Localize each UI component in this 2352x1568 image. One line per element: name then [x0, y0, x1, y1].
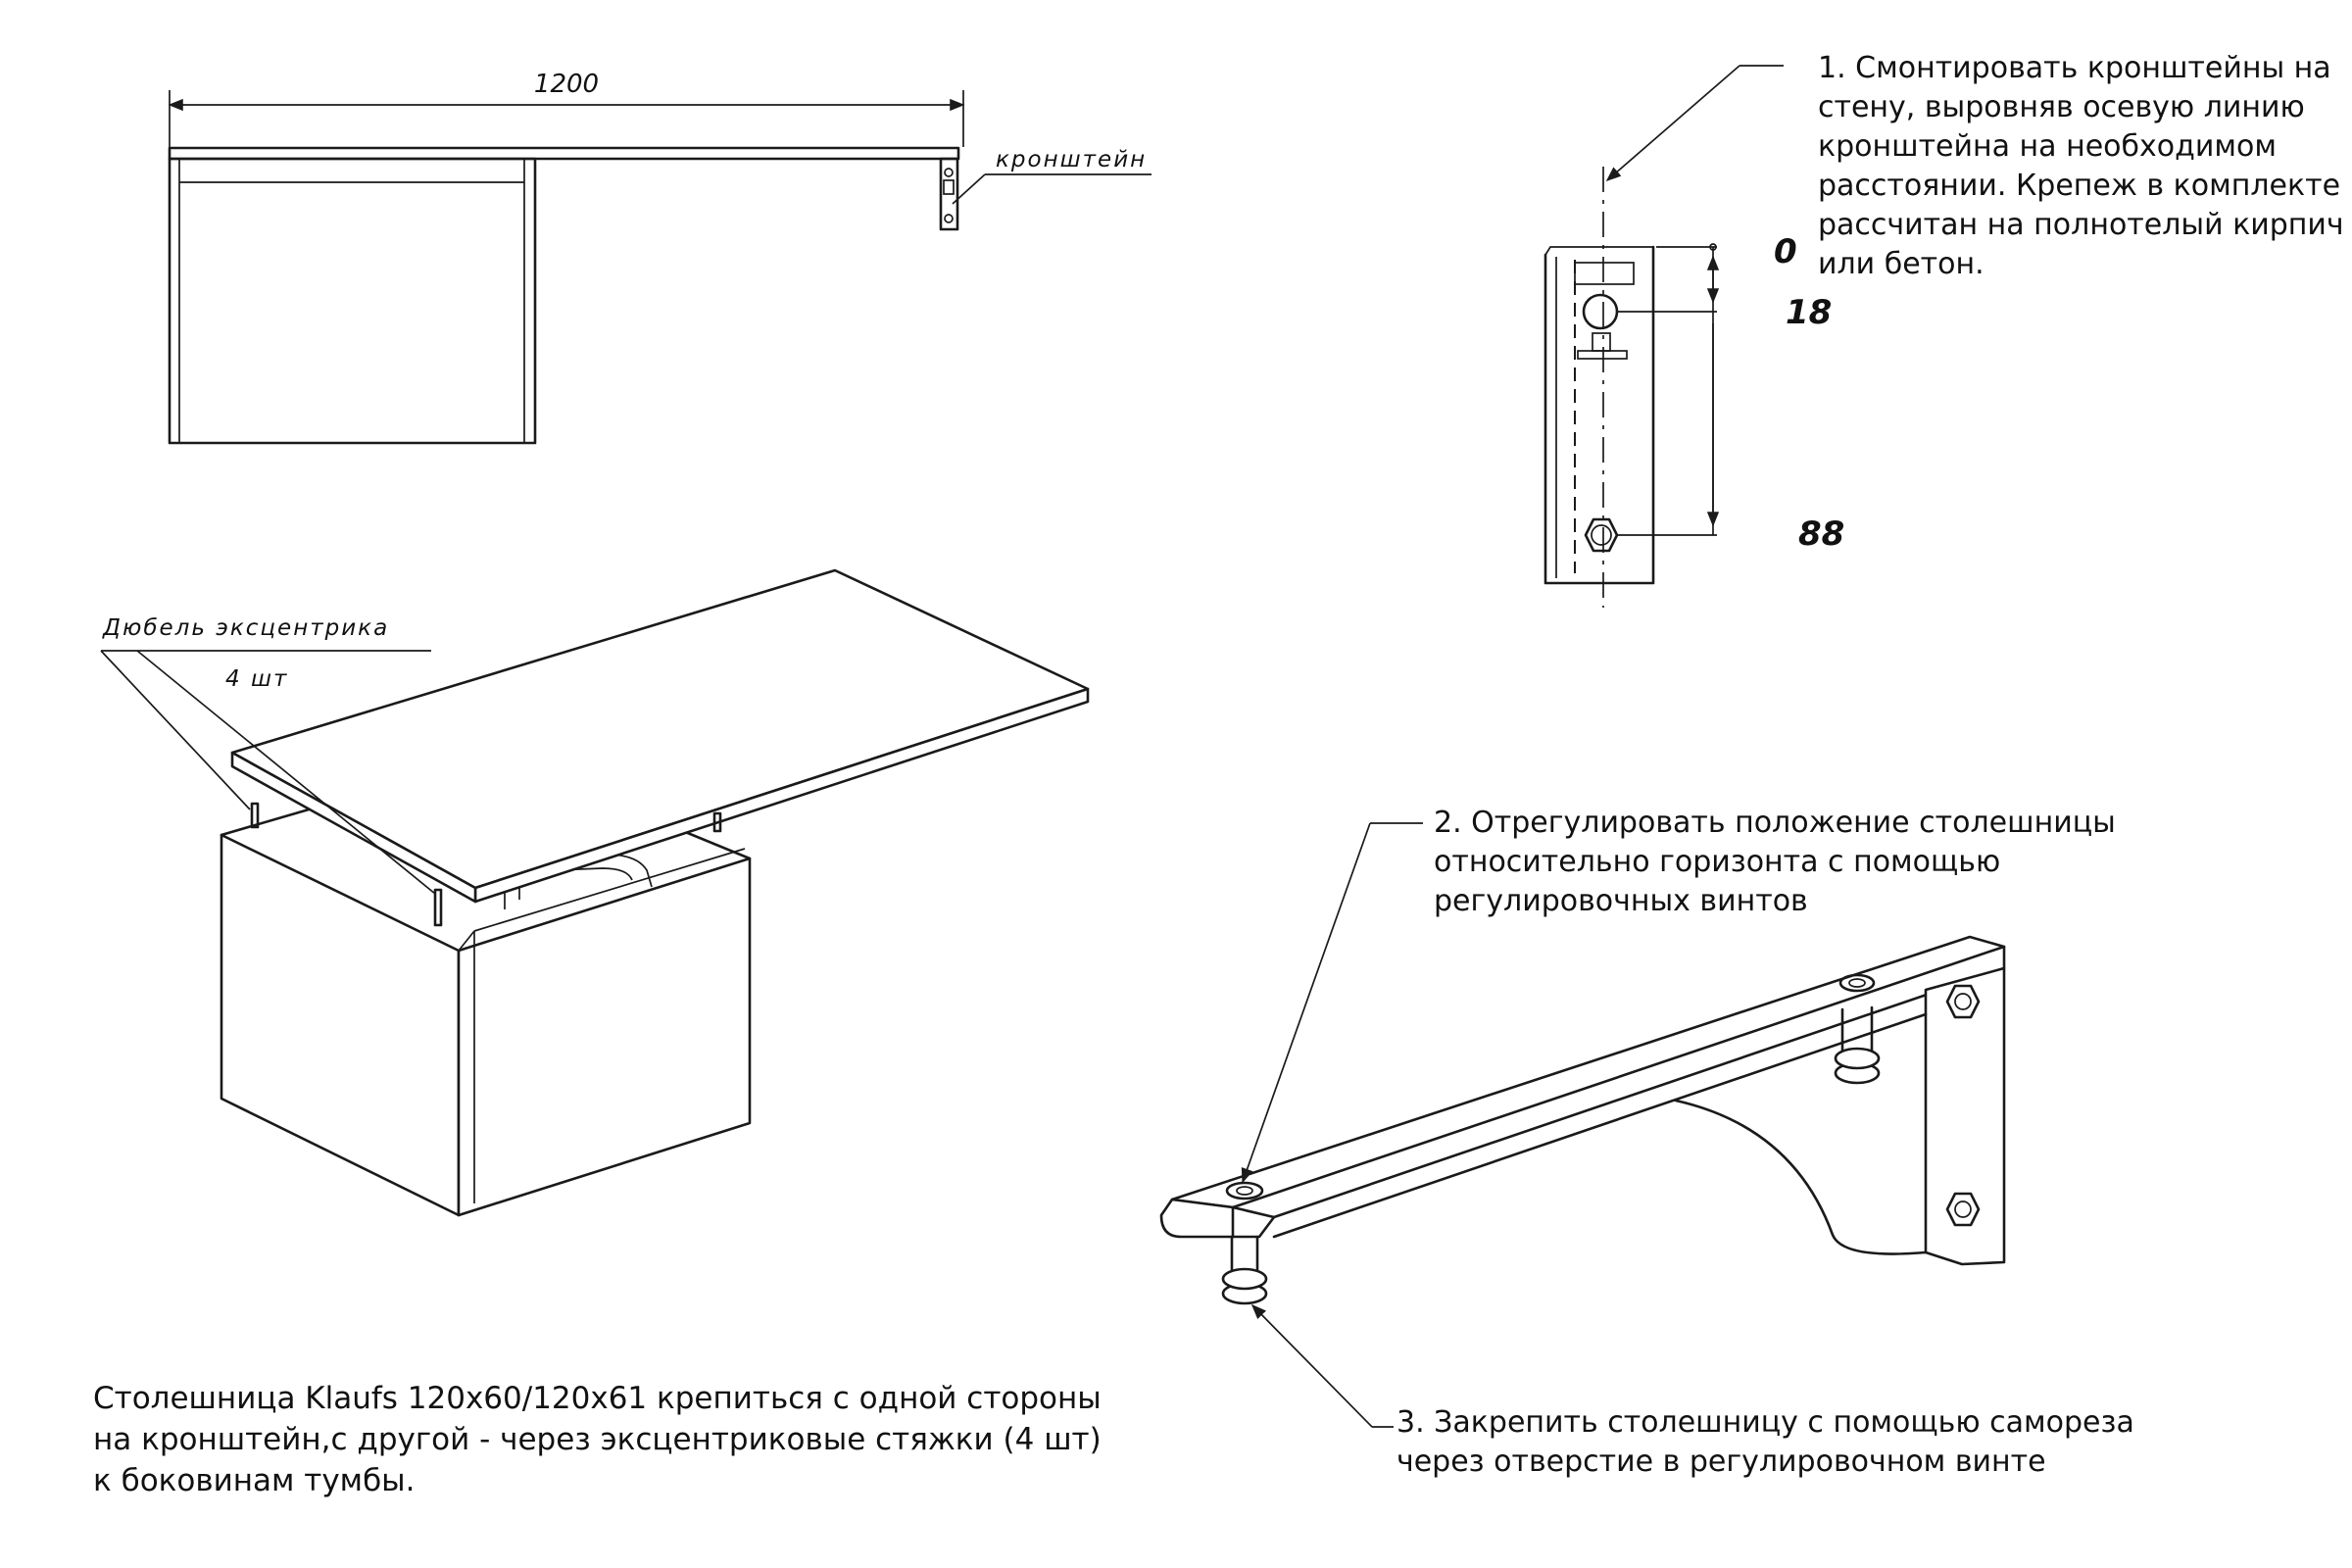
isometric-view: Дюбель эксцентрика 4 шт — [100, 568, 1090, 1217]
description-text: Столешница Klaufs 120х60/120х61 крепитьс… — [93, 1381, 1102, 1498]
width-dimension: 1200 — [534, 70, 599, 99]
dowel-count: 4 шт — [225, 666, 288, 692]
dim-18: 18 — [1786, 293, 1832, 332]
bracket-front-view: 0 18 88 — [1544, 65, 1844, 608]
top-view: 1200 кронштейн — [168, 70, 1152, 445]
step-2-instruction: 2. Отрегулировать положение столешницы о… — [1434, 806, 2116, 918]
step-3-instruction: 3. Закрепить столешницу с помощью саморе… — [1396, 1405, 2134, 1479]
bracket-isometric — [1159, 822, 2006, 1428]
bracket-label: кронштейн — [996, 147, 1147, 172]
dowel-label: Дюбель эксцентрика — [102, 615, 389, 641]
dim-88: 88 — [1798, 514, 1844, 554]
dim-0: 0 — [1774, 232, 1797, 271]
step-1-instruction: 1. Смонтировать кронштейны на стену, выр… — [1818, 51, 2344, 281]
